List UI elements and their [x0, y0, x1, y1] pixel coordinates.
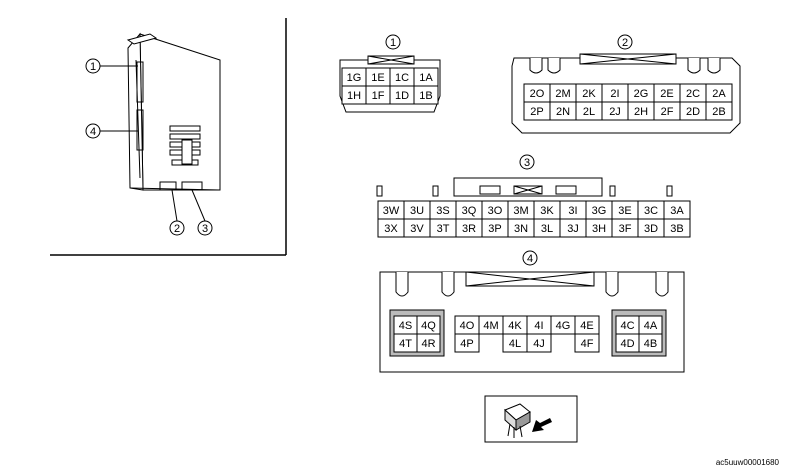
pin-cell [413, 85, 439, 105]
pin-label: 3E [618, 205, 631, 217]
pin-label: 4M [483, 320, 498, 332]
pin-label: 3V [410, 223, 424, 235]
pin-label: 4C [620, 320, 634, 332]
pin-label: 4R [421, 338, 435, 350]
pin-label: 4Q [421, 320, 436, 332]
pin-label: 1A [419, 72, 433, 84]
pin-label: 2I [610, 88, 619, 100]
pin-label: 3P [488, 223, 501, 235]
connector-4-label: 4 [527, 253, 533, 265]
callout-1-label: 1 [90, 61, 96, 73]
view-direction-icon [484, 395, 578, 443]
module-illustration: 1 4 2 3 [50, 18, 287, 256]
pin-cell [574, 333, 600, 353]
callout-4-label: 4 [90, 126, 96, 138]
pin-label: 3J [567, 223, 579, 235]
pin-label: 2P [530, 106, 543, 118]
pin-label: 2B [712, 106, 725, 118]
pin-label: 3B [670, 223, 683, 235]
connector-3: 3 3W 3U 3S 3Q 3O 3M 3K 3I 3G 3E 3C 3A 3X 3V 3T 3R 3P 3N 3L… [376, 154, 691, 238]
pin-label: 4G [556, 320, 571, 332]
pin-label: 2A [712, 88, 726, 100]
figure-id: ac5uuw00001680 [715, 458, 779, 467]
pin-label: 3I [568, 205, 577, 217]
pin-label: 2D [686, 106, 700, 118]
pin-label: 1F [372, 90, 385, 102]
pin-label: 3R [462, 223, 476, 235]
connector-1-label: 1 [390, 37, 396, 49]
pin-label: 3C [644, 205, 658, 217]
pin-label: 3T [437, 223, 450, 235]
pin-label: 3H [592, 223, 606, 235]
pin-label: 1E [371, 72, 384, 84]
pin-label: 4I [534, 320, 543, 332]
pin-label: 3N [514, 223, 528, 235]
pin-label: 2H [634, 106, 648, 118]
connector-2: 2 2O 2M 2K 2I 2G 2E 2C 2A 2P 2N 2L 2J 2H 2F 2D 2B [511, 34, 741, 134]
pin-cell [526, 333, 552, 353]
pin-label: 3W [383, 205, 400, 217]
pin-cell [416, 333, 441, 353]
callout-2-label: 2 [174, 223, 180, 235]
pin-cell [663, 218, 691, 238]
pin-label: 4F [581, 338, 594, 350]
pin-label: 3S [436, 205, 449, 217]
module-body [126, 32, 221, 191]
pin-label: 1D [395, 90, 409, 102]
pin-label: 2C [686, 88, 700, 100]
connector-3-label: 3 [524, 157, 530, 169]
pin-label: 4L [509, 338, 521, 350]
pin-label: 4B [644, 338, 657, 350]
pin-label: 4J [533, 338, 545, 350]
pin-label: 1C [395, 72, 409, 84]
pin-cell [454, 333, 480, 353]
pin-label: 3L [541, 223, 553, 235]
pin-label: 3G [592, 205, 607, 217]
pin-label: 1G [347, 72, 362, 84]
pin-label: 4P [460, 338, 473, 350]
pin-cell [638, 333, 663, 353]
pin-label: 4K [508, 320, 522, 332]
pin-label: 3K [540, 205, 554, 217]
pin-label: 4E [580, 320, 593, 332]
pin-label: 4T [399, 338, 412, 350]
pin-label: 4D [620, 338, 634, 350]
pin-label: 2E [660, 88, 673, 100]
pin-label: 3A [670, 205, 684, 217]
pin-label: 4O [460, 320, 475, 332]
pin-label: 2N [556, 106, 570, 118]
pin-label: 1B [419, 90, 432, 102]
pin-label: 3F [619, 223, 632, 235]
pin-label: 3O [488, 205, 503, 217]
pin-cell [705, 101, 733, 121]
pin-label: 2O [530, 88, 545, 100]
pin-label: 2G [634, 88, 649, 100]
pin-label: 3D [644, 223, 658, 235]
pin-label: 3X [384, 223, 398, 235]
connector-2-label: 2 [622, 37, 628, 49]
pin-label: 2J [609, 106, 621, 118]
pin-label: 4S [399, 320, 412, 332]
pin-label: 2M [555, 88, 570, 100]
pin-label: 3Q [462, 205, 477, 217]
pin-label: 4A [644, 320, 658, 332]
callout-3-label: 3 [202, 223, 208, 235]
pin-label: 2K [582, 88, 596, 100]
arrow-icon [532, 418, 552, 432]
connector-1: 1 1G 1E 1C 1A 1H 1F 1D 1B [339, 34, 441, 113]
pin-label: 1H [347, 90, 361, 102]
pin-label: 3M [513, 205, 528, 217]
pin-label: 3U [410, 205, 424, 217]
pin-label: 2F [661, 106, 674, 118]
connector-4: 4 4S 4Q 4T 4R 4O 4M 4K 4I 4G 4E 4P 4L 4J 4F 4C 4A 4D 4B [379, 250, 685, 373]
pin-label: 2L [583, 106, 595, 118]
